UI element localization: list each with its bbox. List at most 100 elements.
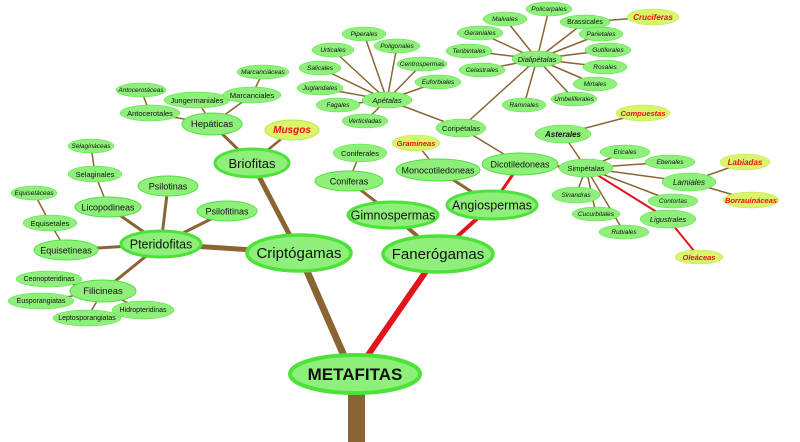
node-ellipse: [719, 153, 771, 171]
node-label: Marcanciáceas: [241, 69, 285, 76]
node-label: Gramineas: [397, 139, 436, 148]
node-ellipse: [33, 239, 99, 261]
node-ellipse: [373, 38, 421, 54]
node-selaginaceas: Selagináceas: [67, 138, 115, 154]
node-ligustrales: Ligustrales: [639, 209, 697, 229]
node-ellipse: [115, 82, 167, 98]
node-euforbiales: Euforbiales: [414, 74, 462, 90]
node-ellipse: [558, 158, 614, 178]
node-malvales: Malvales: [482, 11, 528, 27]
branch-simpetalas-ligustrales: [585, 167, 669, 220]
node-ellipse: [296, 80, 344, 96]
node-ellipse: [396, 56, 448, 72]
node-umbeliferales: Umbeliferales: [550, 91, 598, 107]
node-ellipse: [67, 138, 115, 154]
node-label: Fagales: [326, 102, 350, 109]
node-terebintales: Teribintales: [445, 43, 493, 59]
node-label: Lamiales: [673, 178, 705, 187]
node-label: Equisetáceas: [14, 190, 54, 197]
node-label: Cruciferas: [633, 13, 673, 22]
node-celastrales: Celastrales: [458, 62, 506, 78]
node-label: Hidropteridinas: [119, 307, 167, 314]
node-ellipse: [551, 186, 601, 204]
node-label: Urticales: [320, 47, 346, 54]
node-asterales: Asterales: [534, 124, 592, 144]
node-label: Briofitas: [229, 156, 276, 171]
node-label: Sinandras: [561, 192, 591, 199]
node-label: Coniferales: [341, 149, 379, 158]
node-marcanciaceas: Marcanciáceas: [236, 64, 290, 80]
node-dicotiledoneas: Dicotiledoneas: [481, 152, 559, 176]
node-lamiales: Lamiales: [661, 172, 717, 192]
node-salicales: Salicales: [298, 60, 342, 76]
node-monocotiledoneas: Monocotiledoneas: [395, 158, 481, 182]
node-ceonopteridinas: Ceonopteridinas: [15, 270, 83, 288]
branch-apetalas-poligonales: [386, 45, 398, 101]
branch-coripetalas-dialipetalas: [460, 58, 538, 129]
node-ellipse: [626, 8, 680, 26]
node-ellipse: [584, 42, 632, 58]
node-centrospermas: Centrospermas: [396, 56, 448, 72]
node-label: Oleáceas: [683, 253, 716, 262]
node-label: Equisetales: [31, 219, 70, 228]
node-label: Verticiladas: [348, 118, 382, 125]
node-label: Marcanciales: [230, 91, 274, 100]
node-fanerogamas: Fanerógamas: [381, 234, 495, 274]
node-equisetineas: Equisetineas: [33, 239, 99, 261]
node-sinandras: Sinandras: [551, 186, 601, 204]
node-dialipetalas: Dialipétalas: [511, 50, 563, 68]
node-eusporangiatas: Eusporangiatas: [7, 292, 75, 310]
node-rosales: Rosales: [582, 59, 628, 75]
node-verticiladas: Verticiladas: [341, 113, 389, 129]
node-ellipse: [482, 11, 528, 27]
node-compuestas: Compuestas: [615, 104, 671, 122]
node-label: Asterales: [544, 130, 582, 139]
node-ellipse: [346, 200, 440, 230]
branch-dialipetalas-policarpales: [536, 8, 550, 60]
node-label: Centrospermas: [400, 61, 445, 68]
branch-apetalas-urticales: [332, 49, 388, 101]
node-ellipse: [311, 42, 355, 58]
node-ellipse: [196, 200, 258, 222]
node-label: Simpétalas: [567, 164, 604, 173]
node-label: Jungermaniales: [171, 96, 224, 105]
node-label: Ericales: [613, 149, 637, 156]
node-ellipse: [395, 158, 481, 182]
node-ellipse: [74, 196, 142, 218]
node-mirtales: Mirtales: [572, 76, 618, 92]
node-ellipse: [52, 309, 122, 327]
node-ellipse: [119, 229, 203, 259]
node-ellipse: [501, 97, 547, 113]
node-gramineas: Gramineas: [391, 134, 441, 152]
node-ellipse: [571, 206, 621, 222]
node-label: Apétalas: [371, 96, 401, 105]
node-label: Brassicales: [567, 19, 603, 26]
node-ellipse: [599, 144, 651, 160]
node-ellipse: [314, 170, 384, 192]
node-equisetales: Equisetales: [22, 214, 78, 232]
node-label: Hepáticas: [191, 119, 233, 130]
node-ellipse: [10, 185, 58, 201]
node-label: Equisetineas: [40, 246, 92, 256]
node-cucurbitales: Cucurbitales: [571, 206, 621, 222]
node-label: Dialipétalas: [518, 55, 557, 64]
node-hepaticas: Hepáticas: [181, 112, 243, 136]
node-label: Gimnospermas: [351, 209, 436, 223]
node-label: Monocotiledoneas: [401, 166, 475, 176]
node-metafitas: METAFITAS: [288, 353, 422, 395]
node-licopodineas: Licopodineas: [74, 196, 142, 218]
node-label: Policarpales: [531, 6, 567, 13]
node-ellipse: [647, 193, 699, 209]
node-ellipse: [391, 134, 441, 152]
branch-simpetalas-rubiales: [585, 167, 625, 233]
node-ellipse: [435, 118, 487, 138]
node-hidropteridinas: Hidropteridinas: [111, 300, 175, 320]
node-ellipse: [481, 152, 559, 176]
node-label: Filicineas: [83, 286, 123, 297]
node-musgos: Musgos: [264, 119, 320, 141]
node-label: Cucurbitales: [578, 211, 615, 218]
node-label: Parietales: [587, 31, 617, 38]
node-ellipse: [22, 214, 78, 232]
node-equisetaceas: Equisetáceas: [10, 185, 58, 201]
